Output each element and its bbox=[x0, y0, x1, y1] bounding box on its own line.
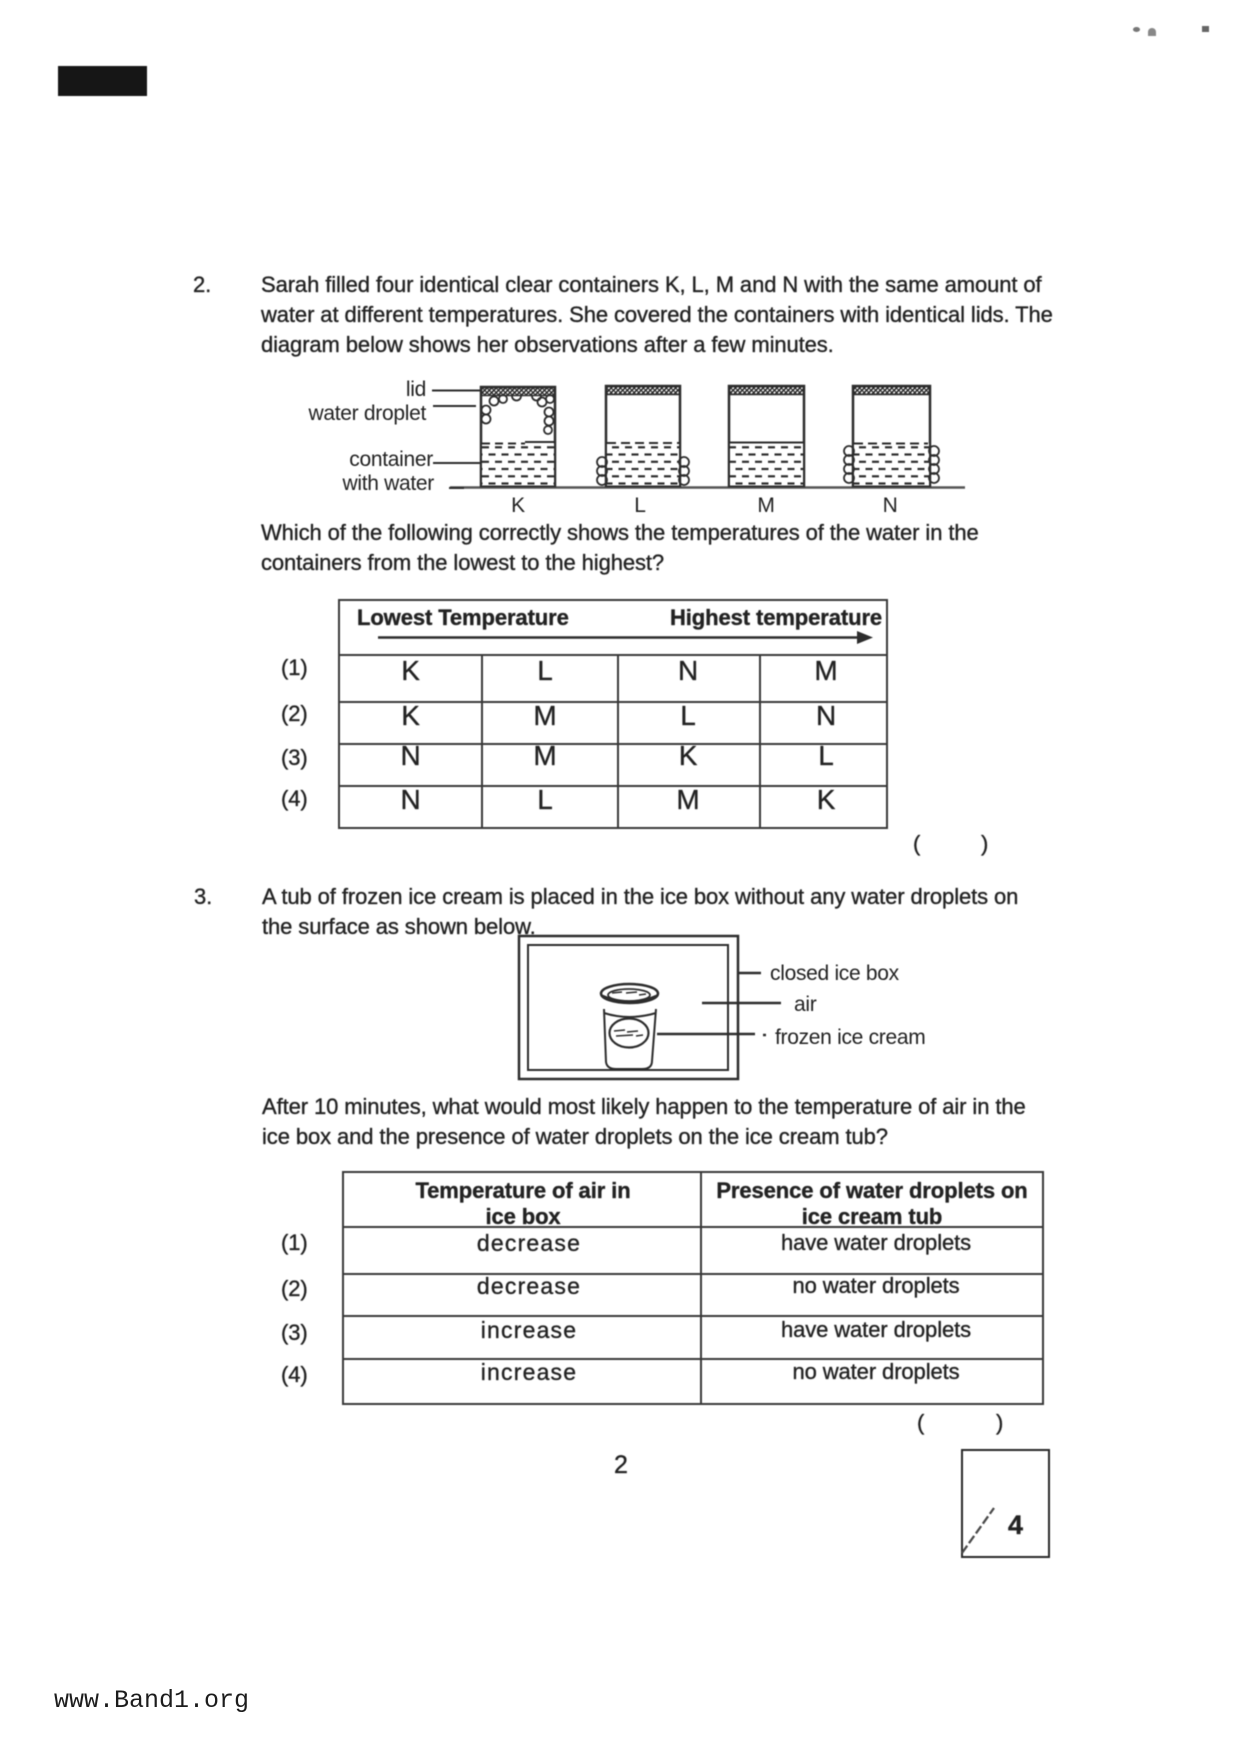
svg-text:lid: lid bbox=[406, 378, 426, 401]
svg-text:L: L bbox=[634, 494, 645, 517]
svg-text:N: N bbox=[883, 494, 898, 517]
svg-text:container: container bbox=[349, 448, 433, 471]
svg-text:with water: with water bbox=[341, 472, 434, 495]
svg-text:closed ice box: closed ice box bbox=[770, 962, 900, 985]
svg-text:frozen ice cream: frozen ice cream bbox=[775, 1026, 925, 1049]
svg-text:M: M bbox=[757, 494, 774, 517]
svg-text:air: air bbox=[794, 993, 817, 1016]
svg-text:water droplet: water droplet bbox=[308, 402, 427, 425]
svg-text:K: K bbox=[511, 494, 525, 517]
